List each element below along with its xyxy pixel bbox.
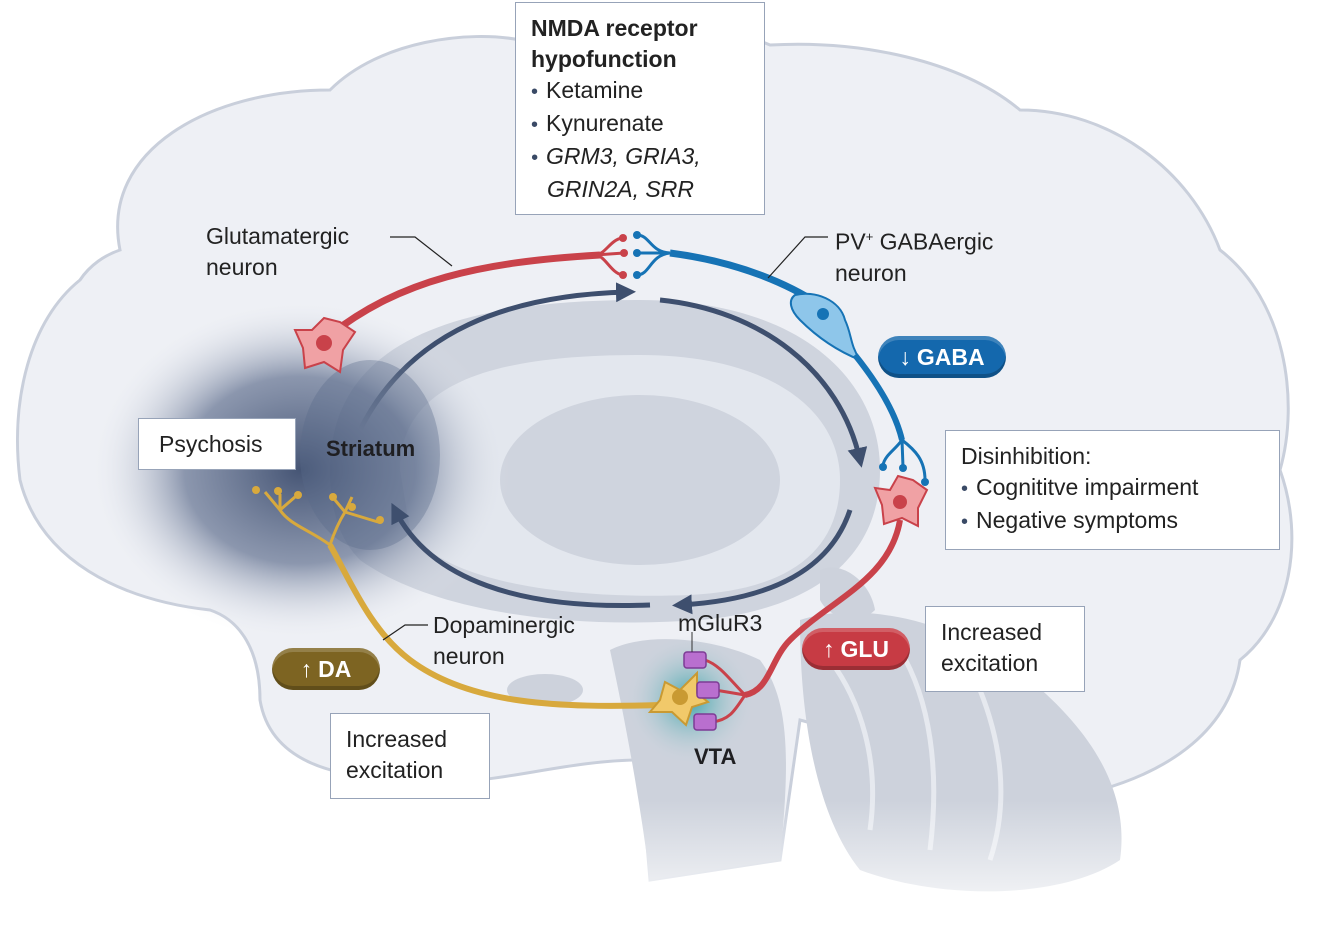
- disinhibition-item: Negative symptoms: [961, 505, 1279, 538]
- nmda-hypofunction-box: NMDA receptor hypofunction Ketamine Kynu…: [515, 2, 765, 215]
- up-arrow-icon: ↑: [300, 655, 313, 682]
- mglur3-label: mGluR3: [678, 610, 763, 636]
- nmda-title-line2: hypofunction: [531, 46, 677, 72]
- down-arrow-icon: ↓: [899, 343, 911, 370]
- arrow-to-vta: [672, 509, 853, 615]
- disinhibition-item: Cognititve impairment: [961, 472, 1279, 505]
- glutamatergic-label: Glutamatergic neuron: [206, 223, 350, 280]
- gaba-decrease-pill: ↓ GABA: [878, 336, 1006, 378]
- nmda-item-genes: GRM3, GRIA3,: [531, 141, 764, 174]
- psychosis-box: Psychosis: [138, 418, 296, 470]
- nmda-title-line1: NMDA receptor: [531, 15, 698, 41]
- disinhibition-box: Disinhibition: Cognititve impairment Neg…: [945, 430, 1280, 550]
- glutamatergic-axon-to-vta: [744, 519, 903, 698]
- striatum-glow: [90, 300, 510, 640]
- nmda-item-ketamine: Ketamine: [531, 75, 764, 108]
- increased-excitation-right-box: Increased excitation: [925, 606, 1085, 692]
- arrow-striatum-to-cortex: [357, 282, 636, 432]
- glu-increase-pill: ↑ GLU: [802, 628, 910, 670]
- up-arrow-icon: ↑: [822, 635, 835, 662]
- arrow-cortex-to-interneuron: [659, 297, 868, 468]
- striatum-label: Striatum: [326, 436, 416, 461]
- gabaergic-axon-descending: [852, 353, 905, 441]
- pv-gabaergic-label: PV+ GABAergic neuron: [835, 228, 994, 286]
- arrow-vta-to-striatum: [391, 502, 651, 609]
- dopaminergic-label: Dopaminergic neuron: [433, 612, 575, 669]
- disinhibition-title: Disinhibition:: [961, 443, 1092, 469]
- striatum: [300, 360, 440, 550]
- vta-label: VTA: [694, 744, 737, 769]
- glutamatergic-axon: [327, 251, 601, 338]
- nmda-item-kynurenate: Kynurenate: [531, 108, 764, 141]
- increased-excitation-left-box: Increased excitation: [330, 713, 490, 799]
- dopaminergic-axon: [327, 543, 661, 709]
- nmda-item-genes-cont: GRIN2A, SRR: [547, 176, 694, 202]
- pituitary: [507, 674, 583, 706]
- mglur3-receptor: [683, 651, 720, 731]
- inner-nucleus: [500, 395, 780, 565]
- da-increase-pill: ↑ DA: [272, 648, 380, 690]
